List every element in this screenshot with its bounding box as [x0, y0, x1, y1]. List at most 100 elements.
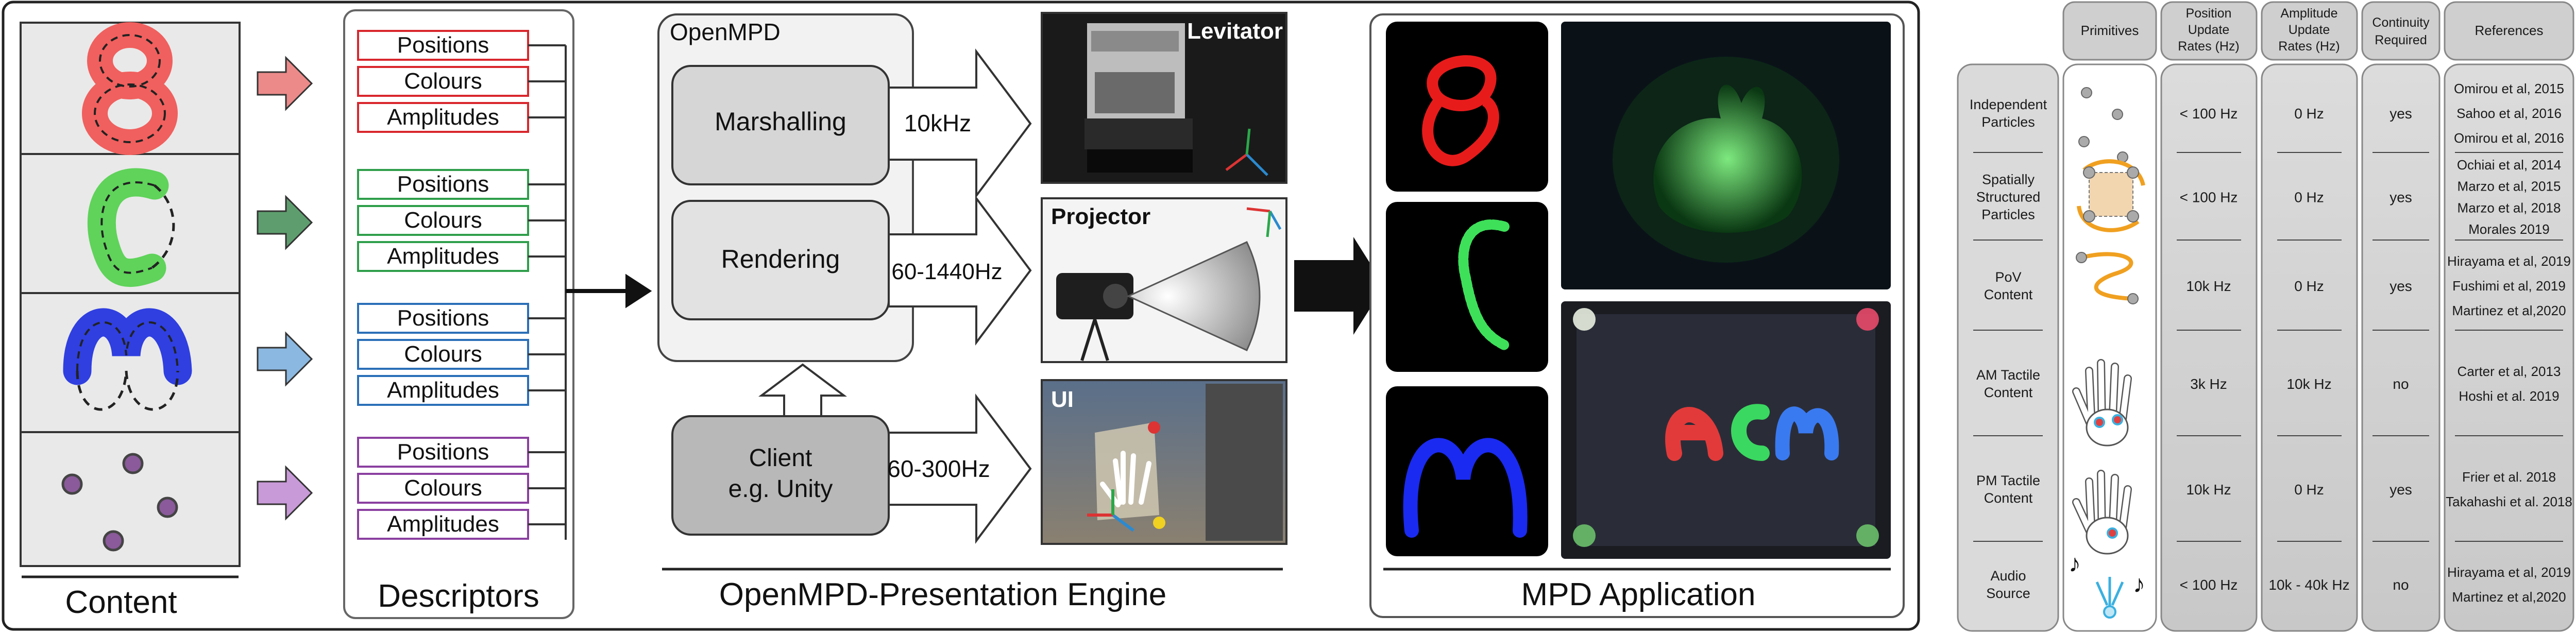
descriptor-item-box	[357, 169, 529, 200]
row-position-rate: < 100 Hz	[2180, 190, 2238, 206]
row-category: Source	[1986, 586, 2030, 601]
projector-rate: 60-1440Hz	[891, 259, 1002, 284]
row-reference: Hirayama et al, 2019	[2447, 564, 2571, 580]
content-arrows	[257, 56, 313, 521]
marshalling-label: Marshalling	[715, 107, 846, 136]
bunny-render	[1561, 22, 1891, 289]
ui-title: UI	[1051, 387, 1074, 412]
row-reference: Marzo et al, 2015	[2458, 179, 2561, 194]
position-column	[2160, 63, 2258, 632]
descriptor-item-box	[357, 66, 529, 97]
header-primitives-box	[2062, 1, 2157, 61]
projector-rate-arrow	[888, 195, 1032, 346]
header-position-box	[2160, 1, 2258, 61]
row-category: PM Tactile	[1976, 473, 2040, 488]
descriptor-item-box	[357, 437, 529, 468]
ui-rate-arrow	[888, 394, 1032, 544]
header-primitives: Primitives	[2081, 23, 2139, 38]
category-column	[1957, 63, 2059, 632]
primitive-icon-pm-tactile	[2072, 470, 2132, 555]
row-reference: Martinez et al,2020	[2452, 303, 2566, 318]
amplitude-column	[2261, 63, 2358, 632]
header-references: References	[2475, 23, 2544, 38]
row-reference: Martinez et al,2020	[2452, 589, 2566, 605]
row-reference: Morales 2019	[2468, 221, 2550, 237]
row-amplitude-rate: 0 Hz	[2294, 190, 2324, 206]
row-continuity: no	[2393, 577, 2409, 593]
row-amplitude-rate: 0 Hz	[2294, 106, 2324, 122]
descriptor-groups: PositionsColoursAmplitudesPositionsColou…	[357, 30, 567, 540]
descriptor-item-label: Amplitudes	[387, 105, 499, 130]
row-category: Content	[1984, 287, 2033, 302]
arrow-red	[257, 56, 313, 111]
row-category: Particles	[1981, 114, 2035, 130]
descriptor-item-label: Colours	[404, 69, 482, 94]
descriptor-item-label: Positions	[397, 172, 489, 197]
descriptor-item-box	[357, 303, 529, 334]
header-continuity-1: Continuity	[2372, 15, 2430, 30]
row-category: Structured	[1976, 190, 2041, 205]
references-column	[2444, 63, 2574, 632]
row-category: PoV	[1995, 269, 2021, 285]
row-position-rate: 10k Hz	[2186, 482, 2231, 498]
row-category: Audio	[1990, 568, 2026, 584]
row-reference: Sahoo et al, 2016	[2456, 106, 2562, 121]
descriptor-item-box	[357, 205, 529, 236]
row-category: Particles	[1981, 207, 2035, 223]
row-reference: Carter et al, 2013	[2458, 364, 2561, 379]
row-continuity: yes	[2389, 190, 2412, 206]
m-path-shape	[63, 308, 192, 411]
arrow-blue	[257, 331, 313, 387]
descriptor-item-label: Amplitudes	[387, 244, 499, 269]
primitive-renders	[1386, 22, 1548, 556]
client-label-line2: e.g. Unity	[728, 475, 833, 503]
arrow-green	[257, 195, 313, 250]
arrow-purple	[257, 465, 313, 521]
primitive-icon-am-tactile	[2072, 359, 2132, 447]
continuity-column	[2361, 63, 2441, 632]
row-continuity: yes	[2389, 482, 2412, 498]
header-references-box	[2444, 1, 2574, 61]
descriptor-item-box	[357, 30, 529, 61]
row-position-rate: 10k Hz	[2186, 278, 2231, 294]
header-continuity-box	[2361, 1, 2441, 61]
descriptor-item-label: Amplitudes	[387, 511, 499, 537]
descriptor-item-box	[357, 473, 529, 504]
row-category: Content	[1984, 490, 2033, 506]
row-reference: Takahashi et al. 2018	[2446, 494, 2572, 509]
levitator-rate-arrow	[888, 48, 1032, 199]
client-label-line1: Client	[749, 444, 812, 472]
row-reference: Omirou et al, 2015	[2454, 81, 2564, 96]
levitator-rate: 10kHz	[904, 110, 971, 136]
row-position-rate: 3k Hz	[2190, 376, 2227, 392]
engine-to-application-arrow	[1294, 237, 1384, 335]
row-continuity: no	[2393, 376, 2409, 392]
primitive-icon-structured	[2077, 159, 2145, 232]
row-amplitude-rate: 0 Hz	[2294, 278, 2324, 294]
primitive-icon-pov	[2076, 252, 2139, 304]
row-reference: Hirayama et al, 2019	[2447, 253, 2571, 269]
unity-ui-image: UI	[1041, 379, 1287, 545]
header-amplitude-box	[2261, 1, 2358, 61]
row-reference: Omirou et al, 2016	[2454, 130, 2564, 146]
levitator-title: Levitator	[1187, 19, 1283, 44]
row-category: Spatially	[1982, 172, 2035, 187]
eight-path-shape	[82, 22, 178, 155]
content-label: Content	[65, 585, 177, 620]
row-continuity: yes	[2389, 106, 2412, 122]
c-path-shape	[87, 168, 175, 287]
row-position-rate: < 100 Hz	[2180, 577, 2238, 593]
descriptor-item-box	[357, 339, 529, 370]
engine-label: OpenMPD-Presentation Engine	[719, 577, 1166, 612]
header-position-2: Update	[2188, 23, 2230, 37]
descriptor-item-label: Positions	[397, 439, 489, 465]
